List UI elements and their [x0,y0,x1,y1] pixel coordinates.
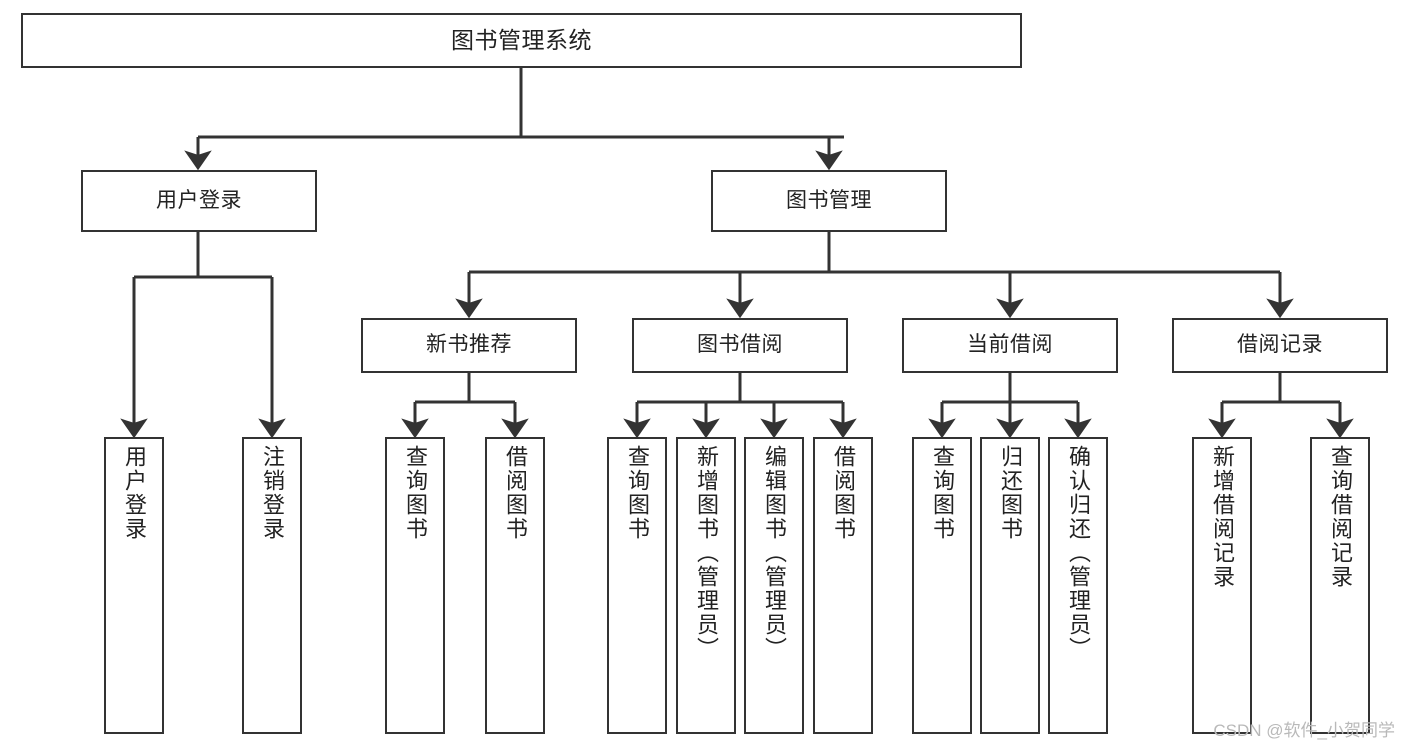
leaf-borrow-record-query-label: 查询借阅记录 [1328,445,1353,589]
leaf-new-book-borrow-label: 借阅图书 [503,445,528,541]
leaf-book-borrow-add-label: 新增图书（管理员） [694,445,719,661]
watermark-text: CSDN @软件_小贺同学 [1213,721,1395,740]
leaf-user-login-logout[interactable]: 注销登录 [242,437,302,734]
node-new-book-recommend[interactable]: 新书推荐 [361,318,577,373]
node-book-borrow[interactable]: 图书借阅 [632,318,848,373]
leaf-current-borrow-return[interactable]: 归还图书 [980,437,1040,734]
leaf-borrow-record-query[interactable]: 查询借阅记录 [1310,437,1370,734]
node-borrow-record[interactable]: 借阅记录 [1172,318,1388,373]
leaf-new-book-query-label: 查询图书 [403,445,428,541]
leaf-borrow-record-add-label: 新增借阅记录 [1210,445,1235,589]
leaf-user-login-login[interactable]: 用户登录 [104,437,164,734]
leaf-current-borrow-query[interactable]: 查询图书 [912,437,972,734]
leaf-current-borrow-confirm-return[interactable]: 确认归还（管理员） [1048,437,1108,734]
node-root-system-label: 图书管理系统 [451,27,592,54]
leaf-user-login-login-label: 用户登录 [122,445,147,541]
leaf-current-borrow-return-label: 归还图书 [998,445,1023,541]
leaf-book-borrow-query[interactable]: 查询图书 [607,437,667,734]
leaf-new-book-query[interactable]: 查询图书 [385,437,445,734]
leaf-book-borrow-add[interactable]: 新增图书（管理员） [676,437,736,734]
node-root-system[interactable]: 图书管理系统 [21,13,1022,68]
node-new-book-recommend-label: 新书推荐 [426,333,512,357]
node-current-borrow-label: 当前借阅 [967,333,1053,357]
leaf-borrow-record-add[interactable]: 新增借阅记录 [1192,437,1252,734]
leaf-book-borrow-borrow-label: 借阅图书 [831,445,856,541]
node-borrow-record-label: 借阅记录 [1237,333,1323,357]
node-current-borrow[interactable]: 当前借阅 [902,318,1118,373]
leaf-book-borrow-edit[interactable]: 编辑图书（管理员） [744,437,804,734]
node-book-manage[interactable]: 图书管理 [711,170,947,232]
leaf-user-login-logout-label: 注销登录 [260,445,285,541]
leaf-book-borrow-query-label: 查询图书 [625,445,650,541]
leaf-book-borrow-edit-label: 编辑图书（管理员） [762,445,787,661]
node-user-login-label: 用户登录 [156,188,242,212]
node-book-manage-label: 图书管理 [786,188,872,212]
node-book-borrow-label: 图书借阅 [697,333,783,357]
node-user-login[interactable]: 用户登录 [81,170,317,232]
leaf-current-borrow-query-label: 查询图书 [930,445,955,541]
leaf-new-book-borrow[interactable]: 借阅图书 [485,437,545,734]
leaf-book-borrow-borrow[interactable]: 借阅图书 [813,437,873,734]
leaf-current-borrow-confirm-return-label: 确认归还（管理员） [1066,445,1091,661]
